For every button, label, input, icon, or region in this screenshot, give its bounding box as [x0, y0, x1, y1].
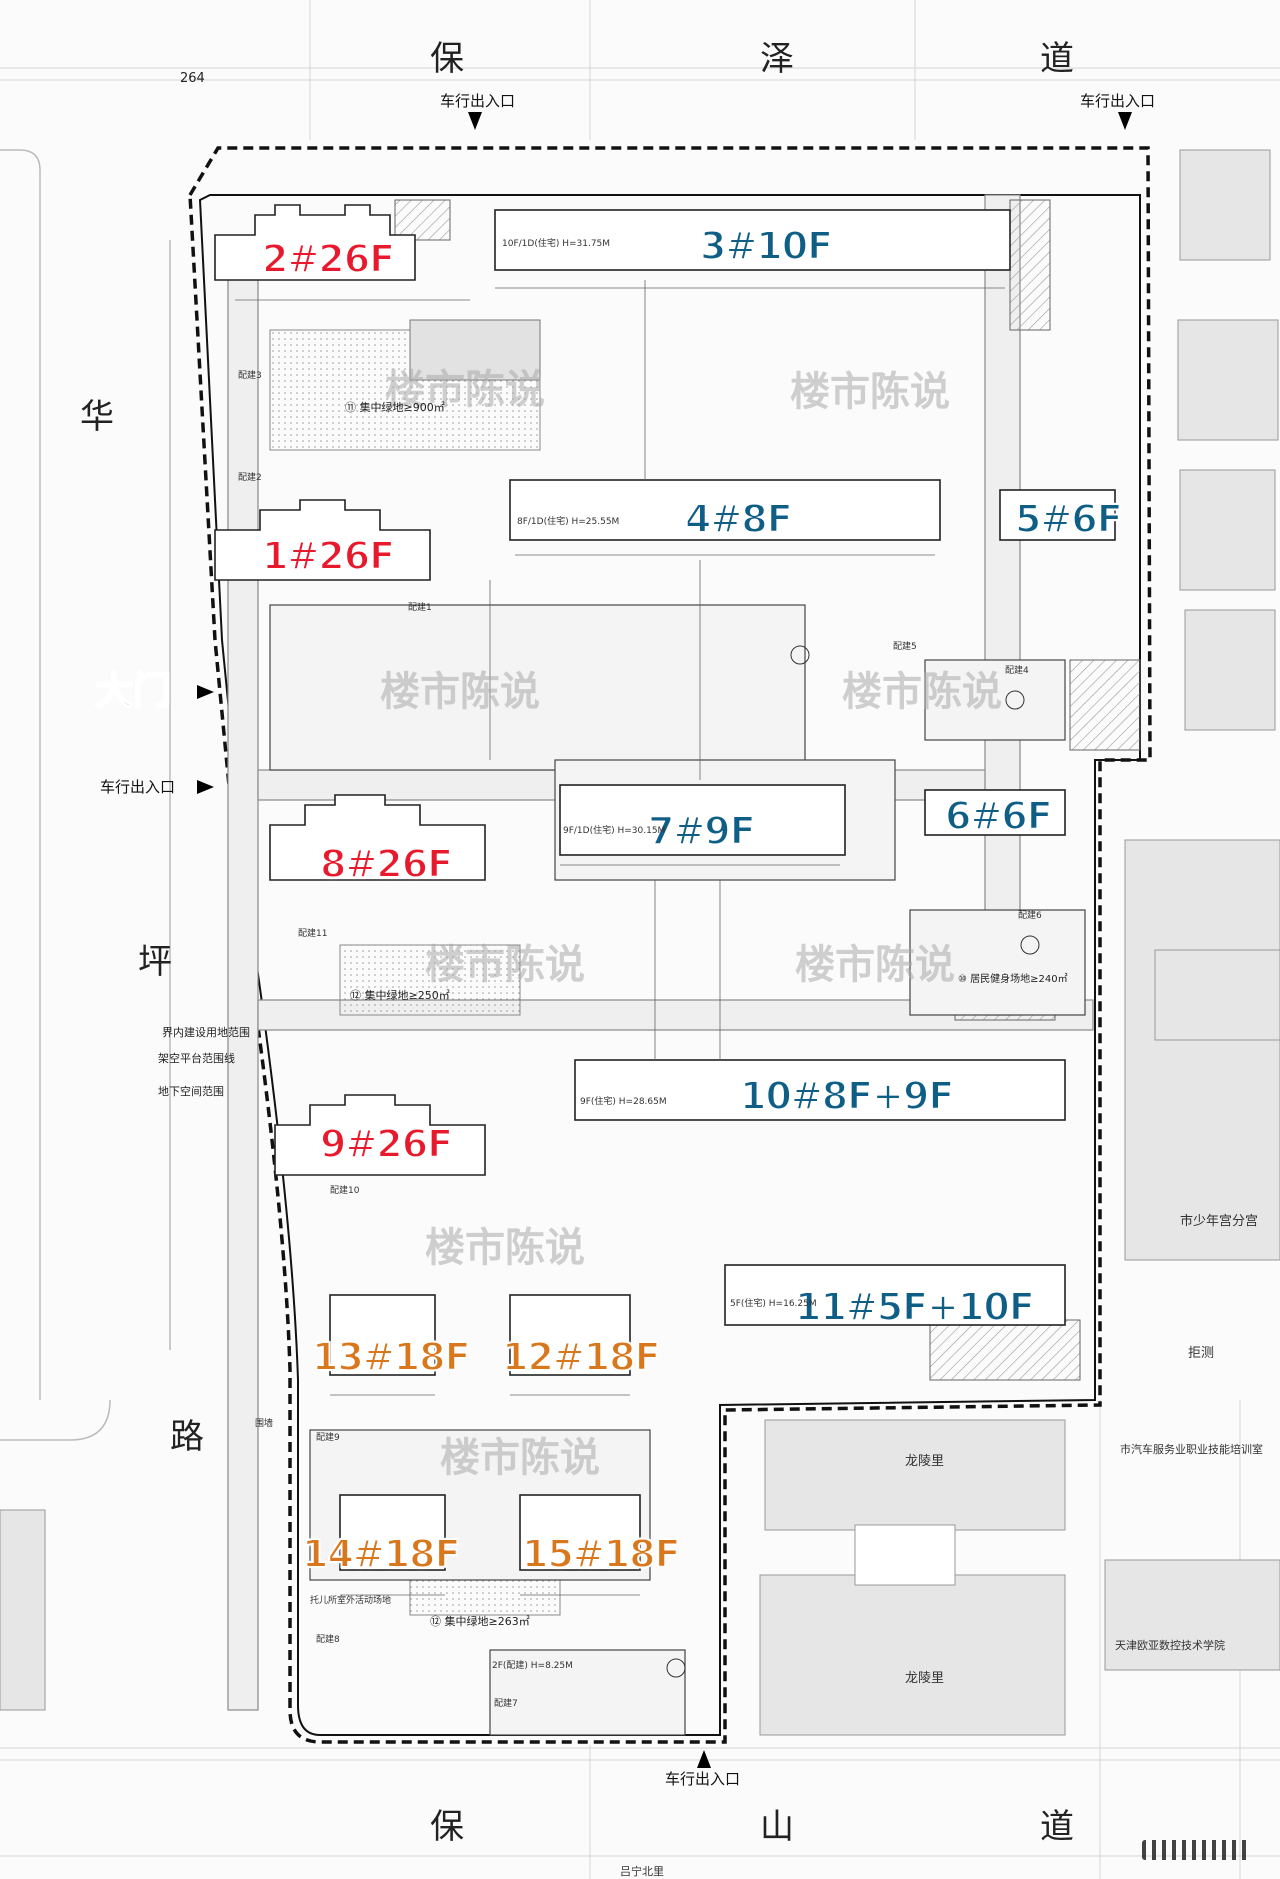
config-5: 配建5 [893, 642, 917, 652]
watermark: 楼市陈说 [795, 942, 955, 988]
height-4: 8F/1D(住宅) H=25.55M [517, 517, 620, 527]
auto-school: 市汽车服务业职业技能培训室 [1120, 1443, 1263, 1456]
road-north-2: 泽 [760, 39, 794, 79]
config-4: 配建4 [1005, 666, 1029, 676]
longling-south: 龙陵里 [905, 1671, 945, 1686]
watermark: 楼市陈说 [380, 669, 540, 715]
height-7: 9F/1D(住宅) H=30.15M [563, 826, 666, 836]
building-5-tag: 5#6F [1014, 497, 1124, 541]
legend-site-range: 界内建设用地范围 [162, 1026, 250, 1039]
road-south-2: 山 [760, 1807, 794, 1847]
watermark: 楼市陈说 [385, 367, 545, 413]
building-12-tag: 12#18F [501, 1335, 662, 1379]
building-1-tag: 1#26F [261, 534, 396, 578]
building-10-tag: 10#8F+9F [739, 1074, 955, 1118]
hatch-east [1069, 659, 1141, 751]
config-10: 配建10 [330, 1186, 360, 1196]
building-9-tag: 9#26F [319, 1122, 454, 1166]
fitness-label: ⑩ 居民健身场地≥240㎡ [958, 974, 1068, 985]
green-250 [339, 944, 521, 1016]
demolish-label: 拒测 [1188, 1346, 1215, 1361]
road-west-3: 路 [170, 1417, 204, 1457]
green-263-label: ⑫ 集中绿地≥263㎡ [430, 1615, 530, 1628]
building-2-tag: 2#26F [261, 237, 396, 281]
config-9: 配建9 [316, 1433, 340, 1443]
west-road [0, 149, 171, 1441]
building-14-tag: 14#18F [301, 1532, 462, 1576]
height-10: 9F(住宅) H=28.65M [580, 1097, 667, 1107]
road-north-mark: 264 [180, 71, 205, 86]
config-8: 配建8 [316, 1635, 340, 1645]
green-250-label: ⑫ 集中绿地≥250㎡ [350, 989, 450, 1002]
building-3-tag: 3#10F [699, 224, 834, 268]
wall-label: 围墙 [255, 1419, 274, 1429]
road-west-2: 坪 [138, 942, 172, 982]
config-2: 配建2 [238, 473, 262, 483]
kindergarten-label: 托儿所室外活动场地 [310, 1596, 392, 1606]
road-north-1: 保 [430, 39, 464, 79]
vehicle-entrance-west: 车行出入口 [100, 778, 176, 796]
building-8-tag: 8#26F [319, 842, 454, 886]
main-gate-label: 大门 [94, 669, 172, 713]
corner-toolbar [1142, 1840, 1252, 1864]
watermark: 楼市陈说 [425, 942, 585, 988]
court [854, 1524, 956, 1586]
watermark: 楼市陈说 [842, 669, 1002, 715]
neighbour-buildings [0, 149, 1280, 1736]
config-6: 配建6 [1018, 911, 1042, 921]
building-15-tag: 15#18F [521, 1532, 682, 1576]
hatch-se [929, 1319, 1081, 1381]
tianjin-academy: 天津欧亚数控技术学院 [1115, 1639, 1225, 1652]
building-4-tag: 4#8F [684, 497, 794, 541]
config-7: 配建7 [494, 1699, 518, 1709]
grip-icon[interactable] [1142, 1840, 1252, 1860]
vehicle-entrance-north-west: 车行出入口 [440, 92, 516, 110]
green-900-core [409, 319, 541, 381]
green-900-label: ⑪ 集中绿地≥900㎡ [345, 401, 445, 414]
hatch-ne [1009, 199, 1051, 331]
building-6-tag: 6#6F [944, 794, 1054, 838]
vehicle-entrance-south: 车行出入口 [665, 1770, 741, 1788]
road-west-1: 华 [80, 397, 114, 437]
entrance-arrows [197, 112, 1132, 1768]
road-north-3: 道 [1040, 39, 1074, 79]
bottom-street: 吕宁北里 [620, 1865, 664, 1878]
building-13-tag: 13#18F [311, 1335, 472, 1379]
legend-underground-range: 地下空间范围 [158, 1085, 224, 1098]
watermark: 楼市陈说 [425, 1225, 585, 1271]
config-1: 配建1 [408, 603, 432, 613]
height-11: 5F(住宅) H=16.25M [730, 1299, 817, 1309]
dimension-lines [235, 280, 1005, 1596]
road-south-1: 保 [430, 1807, 464, 1847]
watermark: 楼市陈说 [440, 1435, 600, 1481]
legend-platform-range: 架空平台范围线 [158, 1052, 235, 1065]
marker-circles [666, 645, 1040, 1678]
building-7-tag: 7#9F [647, 809, 757, 853]
config-3: 配建3 [238, 371, 262, 381]
residential-footprints [214, 204, 1116, 1571]
config-11: 配建11 [298, 929, 328, 939]
hatch-n [394, 199, 451, 241]
youth-palace: 市少年宫分宫 [1180, 1214, 1259, 1229]
building-11-tag: 11#5F+10F [794, 1285, 1036, 1329]
height-3: 10F/1D(住宅) H=31.75M [502, 239, 611, 249]
height-2f: 2F(配建) H=8.25M [492, 1661, 573, 1671]
longling-north: 龙陵里 [905, 1454, 945, 1469]
vehicle-entrance-north-east: 车行出入口 [1080, 92, 1156, 110]
watermark: 楼市陈说 [790, 369, 950, 415]
road-south-3: 道 [1040, 1807, 1074, 1847]
